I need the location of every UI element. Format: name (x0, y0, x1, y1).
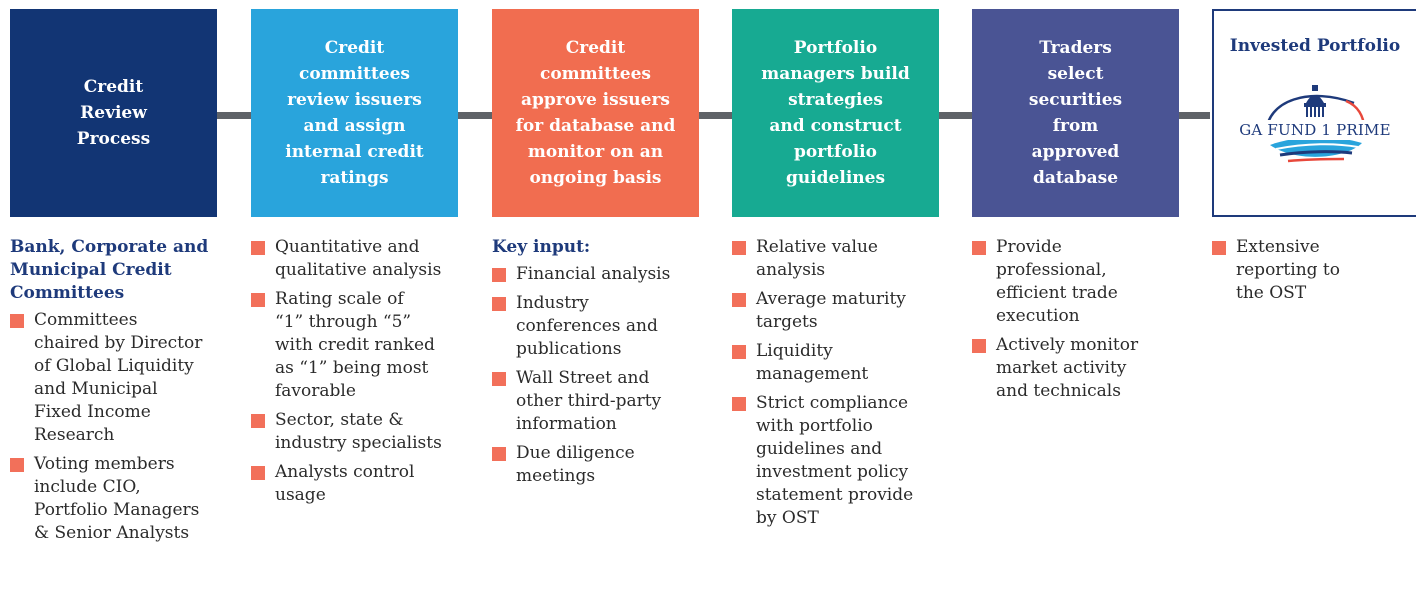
column-approval: Key input: Financial analysis Industry c… (492, 236, 710, 494)
bullet-square-icon (732, 241, 746, 255)
step-label: Traders select securities from approved … (1028, 38, 1123, 188)
bullet-list: Financial analysis Industry conferences … (492, 263, 710, 488)
column-heading: Bank, Corporate and Municipal Credit Com… (10, 237, 209, 303)
step-traders: Traders select securities from approved … (972, 9, 1179, 217)
bullet-square-icon (732, 293, 746, 307)
list-item: Strict compliance with portfolio guideli… (732, 392, 950, 530)
list-item: Sector, state & industry specialists (251, 409, 469, 455)
step-credit-committees-rate: Credit committees review issuers and ass… (251, 9, 458, 217)
list-item: Analysts control usage (251, 461, 469, 507)
step-label: Credit committees review issuers and ass… (285, 38, 424, 188)
bullet-list: Extensive reporting to the OST (1212, 236, 1412, 305)
capitol-dome-icon (1264, 85, 1366, 163)
list-item: Extensive reporting to the OST (1212, 236, 1412, 305)
column-traders: Provide professional, efficient trade ex… (972, 236, 1190, 409)
column-invested-portfolio: Extensive reporting to the OST (1212, 236, 1412, 311)
list-item: Relative value analysis (732, 236, 950, 282)
bullet-list: Provide professional, efficient trade ex… (972, 236, 1190, 403)
column-heading: Key input: (492, 237, 591, 257)
list-item: Industry conferences and publications (492, 292, 710, 361)
list-item: Voting members include CIO, Portfolio Ma… (10, 453, 230, 545)
list-item: Wall Street and other third-party inform… (492, 367, 710, 436)
list-item: Rating scale of “1” through “5” with cre… (251, 288, 469, 403)
bullet-square-icon (10, 458, 24, 472)
column-credit-review: Bank, Corporate and Municipal Credit Com… (10, 236, 230, 551)
bullet-square-icon (251, 293, 265, 307)
bullet-square-icon (732, 345, 746, 359)
step-credit-committees-approve: Credit committees approve issuers for da… (492, 9, 699, 217)
bullet-square-icon (492, 268, 506, 282)
bullet-square-icon (492, 297, 506, 311)
list-item: Average maturity targets (732, 288, 950, 334)
bullet-square-icon (492, 447, 506, 461)
bullet-square-icon (972, 241, 986, 255)
step-label: Portfolio managers build strategies and … (761, 38, 910, 188)
list-item: Financial analysis (492, 263, 710, 286)
bullet-square-icon (492, 372, 506, 386)
bullet-square-icon (732, 397, 746, 411)
column-rating: Quantitative and qualitative analysis Ra… (251, 236, 469, 513)
list-item: Quantitative and qualitative analysis (251, 236, 469, 282)
step-portfolio-managers: Portfolio managers build strategies and … (732, 9, 939, 217)
bullet-list: Relative value analysis Average maturity… (732, 236, 950, 530)
bullet-square-icon (972, 339, 986, 353)
list-item: Committees chaired by Director of Global… (10, 309, 230, 447)
bullet-square-icon (10, 314, 24, 328)
bullet-list: Quantitative and qualitative analysis Ra… (251, 236, 469, 507)
bullet-square-icon (251, 414, 265, 428)
bullet-square-icon (1212, 241, 1226, 255)
list-item: Provide professional, efficient trade ex… (972, 236, 1190, 328)
step-invested-portfolio: Invested Portfolio GA FUND 1 PRIME (1212, 9, 1416, 217)
step-credit-review-process: Credit Review Process (10, 9, 217, 217)
column-portfolio: Relative value analysis Average maturity… (732, 236, 950, 536)
step-label: Credit Review Process (76, 77, 151, 149)
ga-fund-logo: GA FUND 1 PRIME (1236, 77, 1394, 177)
list-item: Actively monitor market activity and tec… (972, 334, 1190, 403)
list-item: Liquidity management (732, 340, 950, 386)
bullet-list: Committees chaired by Director of Global… (10, 309, 230, 545)
ga-fund-logo-text: GA FUND 1 PRIME (1236, 120, 1394, 140)
bullet-square-icon (251, 241, 265, 255)
step-label: Credit committees approve issuers for da… (515, 38, 676, 188)
invested-portfolio-title: Invested Portfolio (1229, 36, 1401, 56)
bullet-square-icon (251, 466, 265, 480)
list-item: Due diligence meetings (492, 442, 710, 488)
